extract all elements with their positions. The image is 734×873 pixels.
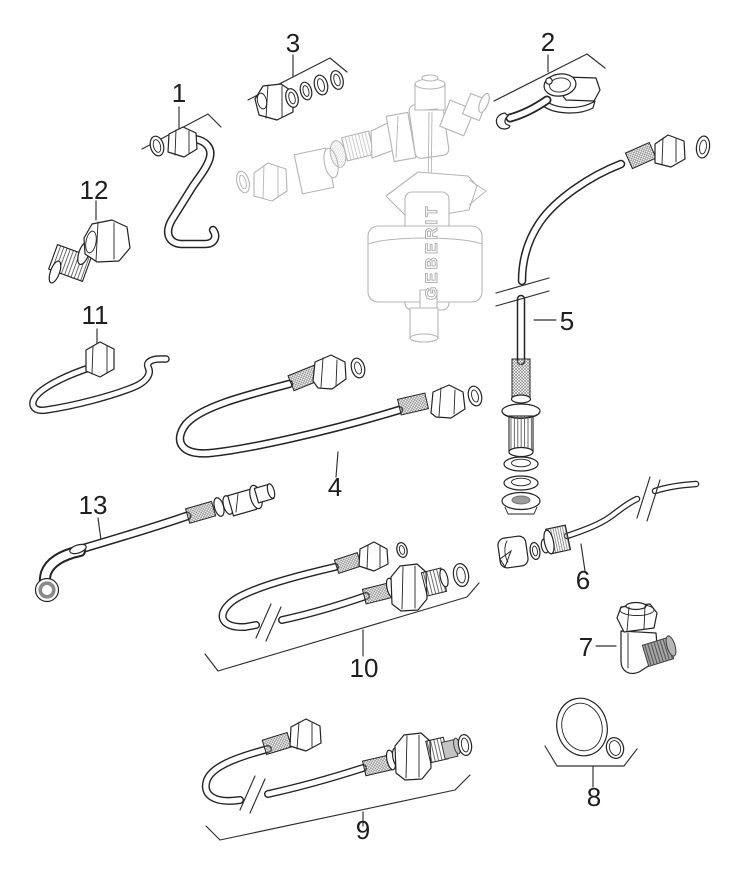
part-3-group [247,54,348,121]
part-label-4: 4 [328,472,342,502]
part-10-large-o-ring-icon [452,563,470,587]
part-1-group [141,106,222,249]
part-11-nut-icon [85,341,115,378]
part-3-washer-icon [313,74,329,96]
part-4-nut-icon [430,384,466,419]
part-label-13: 13 [79,490,108,520]
part-label-2: 2 [541,27,555,57]
part-6-break-mark [636,476,661,522]
ghost-o-ring-icon [235,170,251,194]
part-13-leader [97,517,102,541]
part-5-break-mark [495,277,550,307]
part-1-nut-icon [167,126,198,158]
part-label-8: 8 [587,782,601,812]
ghost-nut-icon [253,162,288,202]
part-5-braid-icon [511,358,531,398]
part-7-nut-icon [616,603,658,633]
part-5-braid-icon [624,141,657,170]
part-9-union-nut-icon [394,732,432,781]
part-1-bracket [141,106,222,150]
part-11-group [29,328,170,415]
part-8-group [544,697,638,788]
part-4-nut-icon [312,354,347,390]
part-10-nut-icon [358,541,389,572]
part-label-1: 1 [172,78,186,108]
brand-mark-text: GEBERIT [422,203,441,300]
part-10-braid-icon [333,552,363,574]
part-5-nut-icon [654,134,686,168]
ghost-valve-nut-icon [385,111,417,163]
part-3-washer-icon [299,81,313,101]
fill-valve-ghost-illustration: GEBERIT [235,74,490,343]
part-label-7: 7 [579,632,593,662]
part-label-11: 11 [82,300,109,330]
part-4-o-ring-icon [467,385,483,407]
part-9-break-mark [239,775,266,814]
part-9-group [201,718,473,841]
part-4-o-ring-icon [350,357,366,379]
part-4-group [175,354,483,478]
part-10-bracket [204,582,480,672]
part-10-small-o-ring-icon [396,542,408,558]
part-5-o-ring-icon [695,135,711,159]
part-2-bracket [493,53,606,102]
part-10-break-mark [255,603,282,642]
part-5-group [495,134,711,515]
part-label-5: 5 [560,306,574,336]
part-4-braid-icon [396,392,430,416]
part-12-group [47,200,131,284]
part-8-bracket [544,745,638,788]
part-number-labels: 1 2 3 4 5 6 7 8 9 10 11 12 13 [79,27,602,845]
part-8-large-o-ring-icon [556,697,608,757]
part-7-group [595,601,677,674]
part-9-braid-icon [261,731,293,756]
part-3-washer-icon [330,70,344,90]
part-9-nut-icon [289,718,322,752]
part-label-10: 10 [350,653,379,683]
part-label-6: 6 [576,565,590,595]
part-6-leader [580,543,586,572]
part-6-group [497,476,700,572]
part-2-group [493,53,606,130]
part-5-washer-icon [503,475,539,491]
part-13-group [34,483,276,603]
part-12-nut-icon [83,219,131,263]
part-10-group [204,541,480,672]
part-2-hook-icon [495,112,511,130]
part-8-small-o-ring-icon [605,737,625,759]
part-10-union-nut-icon [390,563,428,612]
part-label-12: 12 [80,175,109,205]
part-9-bracket [205,774,471,841]
part-6-clip-nut-icon [497,535,529,569]
part-5-threaded-stem-icon [508,415,534,453]
part-6-o-ring-icon [529,541,541,561]
part-label-3: 3 [286,28,300,58]
part-5-washer-icon [503,456,539,472]
ghost-inlet-thread-icon [340,130,376,162]
ghost-valve-cap-icon [414,83,446,111]
part-label-9: 9 [356,815,370,845]
part-13-braid-icon [184,500,217,524]
part-4-leader [335,451,339,478]
